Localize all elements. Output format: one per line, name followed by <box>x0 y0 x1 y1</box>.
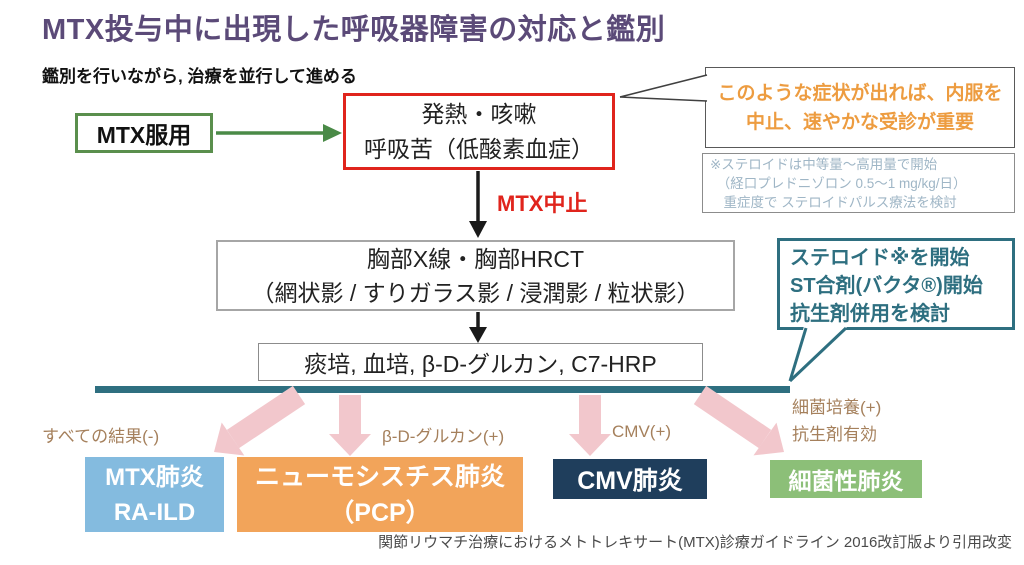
teal-divider-line <box>95 386 790 393</box>
labs-label: 痰培, 血培, β-D-グルカン, C7-HRP <box>304 351 657 377</box>
page-title: MTX投与中に出現した呼吸器障害の対応と鑑別 <box>42 14 666 46</box>
diagnosis-box-pcp: ニューモシスチス肺炎 （PCP） <box>237 457 523 532</box>
slide-subtitle: 鑑別を行いながら, 治療を並行して進める <box>42 67 357 86</box>
result-label-bd-glucan: β-D-グルカン(+) <box>382 427 505 446</box>
diagnosis-box-mtx-pneumonitis: MTX肺炎 RA-ILD <box>85 457 224 532</box>
green-arrow <box>216 124 342 142</box>
mtx-stop-label: MTX中止 <box>497 191 588 216</box>
mtx-intake-box: MTX服用 <box>75 113 213 153</box>
source-citation: 関節リウマチ治療におけるメトトレキサート(MTX)診療ガイドライン 2016改訂… <box>378 534 1012 551</box>
pink-arrow-mtx-pneumonitis <box>214 385 306 456</box>
down-arrow-2 <box>469 312 487 343</box>
pink-arrow-pcp <box>329 395 371 456</box>
pink-arrow-bacterial <box>693 385 784 456</box>
treatment-callout-tail <box>788 326 848 383</box>
pink-arrow-cmv <box>569 395 611 456</box>
diagnosis-box-bacterial: 細菌性肺炎 <box>770 460 922 498</box>
labs-box: 痰培, 血培, β-D-グルカン, C7-HRP <box>258 343 703 381</box>
result-label-bacteria: 細菌培養(+) 抗生剤有効 <box>792 398 882 444</box>
diagnosis-box-cmv: CMV肺炎 <box>553 459 707 499</box>
mtx-intake-label: MTX服用 <box>96 122 192 148</box>
steroid-dose-note: ※ステロイドは中等量〜高用量で開始 （経口プレドニゾロン 0.5〜1 mg/kg… <box>702 153 1015 213</box>
result-label-all-negative: すべての結果(-) <box>42 427 160 446</box>
symptom-box: 発熱・咳嗽 呼吸苦（低酸素血症） <box>343 93 615 170</box>
alert-callout-tail <box>619 74 708 102</box>
down-arrow-1 <box>469 171 487 238</box>
treatment-callout: ステロイド※を開始 ST合剤(バクタ®)開始 抗生剤併用を検討 <box>777 238 1015 330</box>
result-label-cmv: CMV(+) <box>612 422 672 441</box>
imaging-box: 胸部X線・胸部HRCT （網状影 / すりガラス影 / 浸潤影 / 粒状影） <box>216 240 735 311</box>
symptom-alert-callout: このような症状が出れば、内服を 中止、速やかな受診が重要 <box>705 67 1015 148</box>
